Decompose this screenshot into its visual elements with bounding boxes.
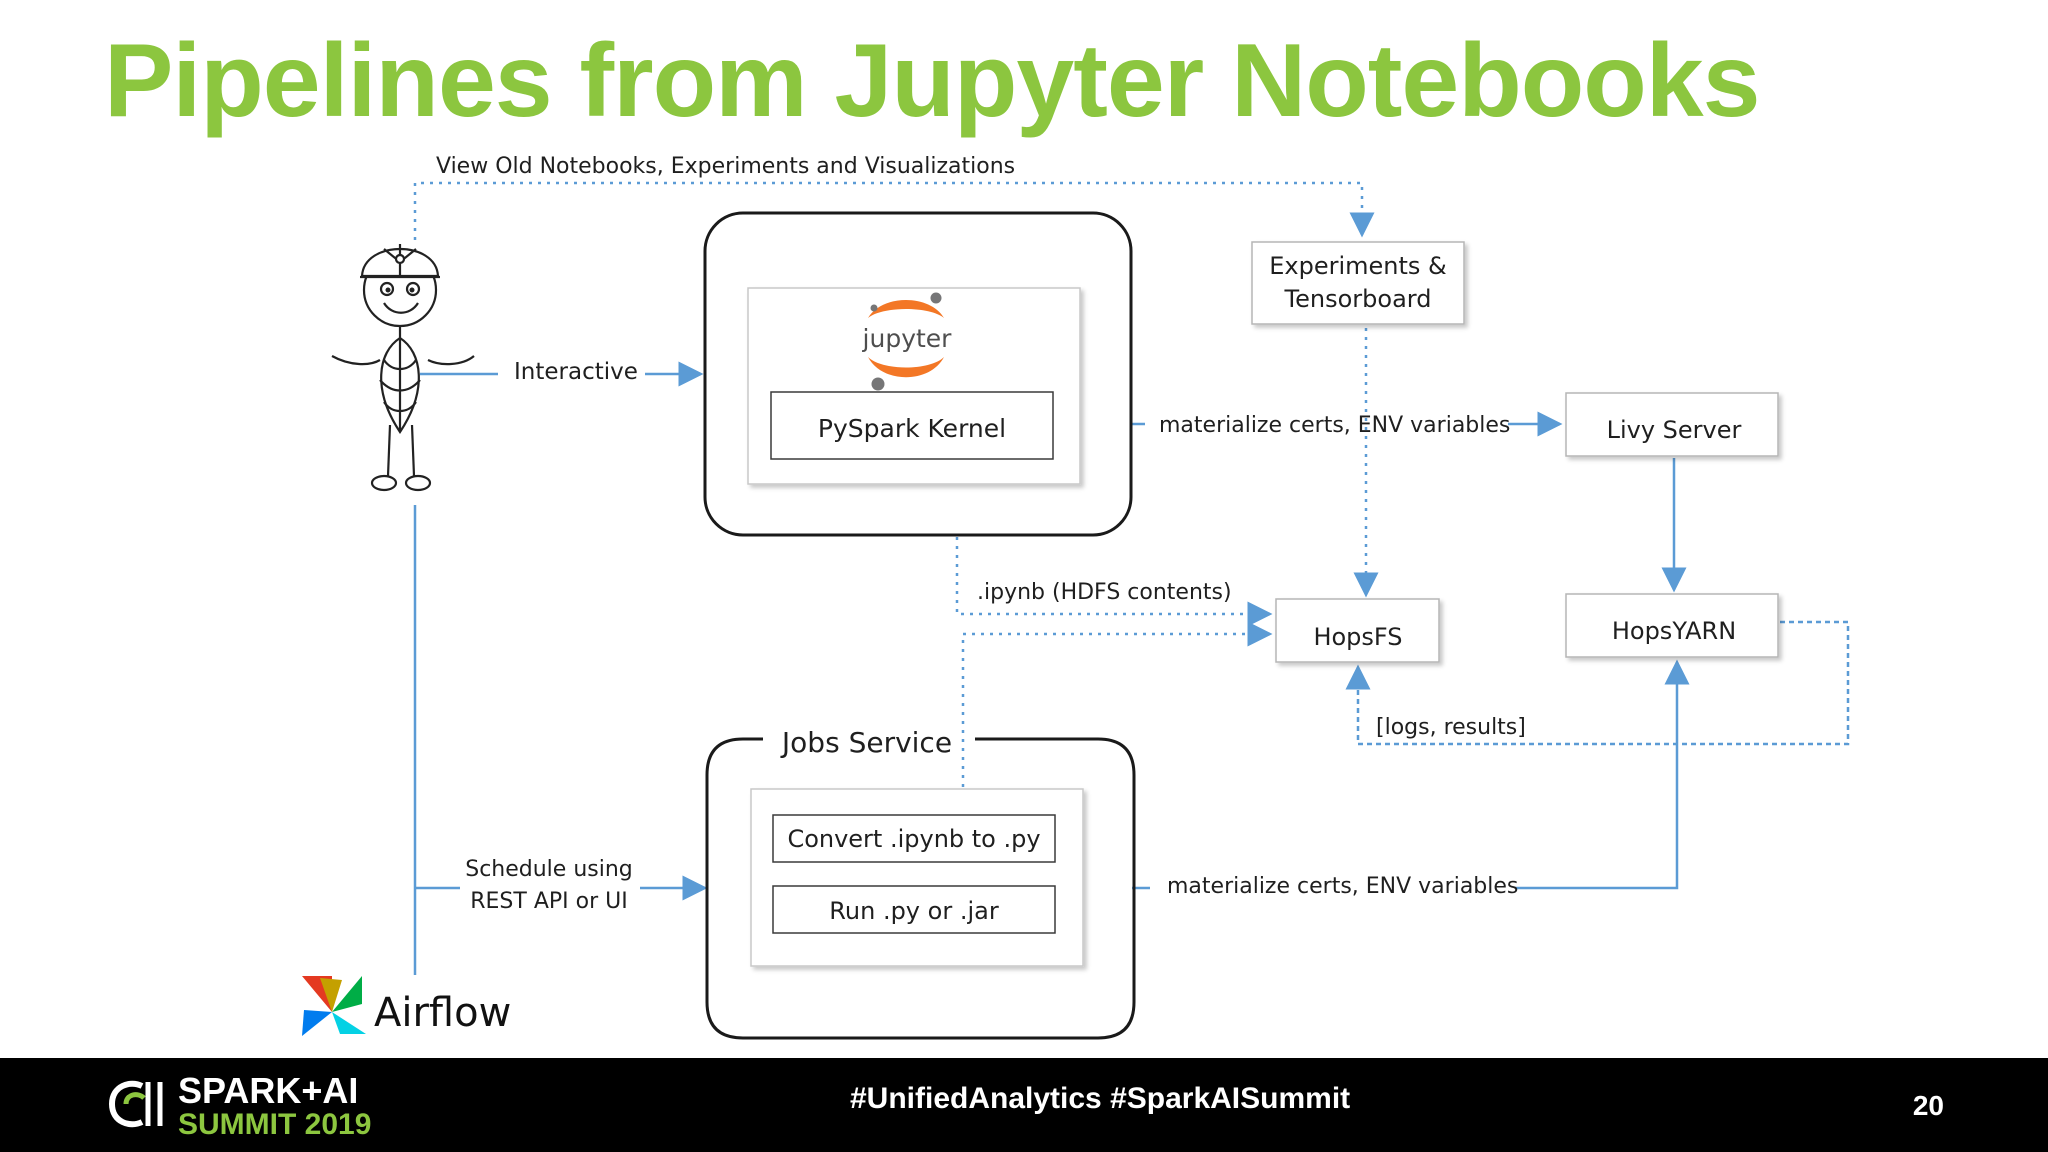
jobs-yarn-arrow	[1515, 659, 1690, 890]
user-figure-icon	[331, 244, 475, 492]
interactive-label: Interactive	[514, 359, 638, 385]
run-job-box	[772, 885, 1056, 934]
livy-server-label: Livy Server	[1607, 416, 1742, 444]
logs-results-label: [logs, results]	[1376, 715, 1526, 740]
schedule-label-line2: REST API or UI	[470, 889, 627, 914]
pyspark-kernel-label: PySpark Kernel	[818, 414, 1006, 443]
schedule-label-line1: Schedule using	[465, 857, 633, 882]
convert-job-label: Convert .ipynb to .py	[787, 825, 1040, 853]
spark-ai-summit-logo-icon	[109, 1080, 163, 1128]
logs-results-arrow	[1345, 620, 1850, 746]
materialize-top-label: materialize certs, ENV variables	[1159, 413, 1510, 438]
experiments-tensorboard-box	[1251, 241, 1465, 325]
run-job-label: Run .py or .jar	[829, 897, 999, 925]
view-old-notebooks-arrow	[413, 181, 1375, 240]
jupyter-logo-text: jupyter	[862, 324, 953, 353]
jobs-hopsfs-arrow	[961, 621, 1273, 805]
logo-line1: SPARK+AI	[178, 1070, 359, 1111]
convert-job-box	[772, 814, 1056, 863]
connectors	[413, 181, 1850, 975]
materialize-bottom-label: materialize certs, ENV variables	[1167, 874, 1518, 899]
hopsfs-label: HopsFS	[1313, 623, 1402, 651]
airflow-label: Airflow	[374, 990, 511, 1036]
slide-title: Pipelines from Jupyter Notebooks	[104, 23, 1760, 139]
experiments-label-line1: Experiments &	[1269, 252, 1447, 280]
view-old-notebooks-label: View Old Notebooks, Experiments and Visu…	[436, 154, 1015, 179]
hopsyarn-box	[1565, 593, 1779, 658]
pipeline-diagram: View Old Notebooks, Experiments and Visu…	[302, 154, 1850, 1040]
footer-bar: SPARK+AI SUMMIT 2019 #UnifiedAnalytics #…	[0, 1058, 2048, 1152]
pyspark-kernel-box	[770, 391, 1054, 460]
jobs-service-container	[705, 737, 1136, 1040]
livy-server-box	[1565, 392, 1779, 457]
logo-line2: SUMMIT 2019	[178, 1108, 372, 1141]
hopsfs-box	[1275, 598, 1440, 663]
hopsyarn-label: HopsYARN	[1612, 617, 1736, 645]
airflow-logo-icon	[302, 976, 366, 1036]
jobs-service-label: Jobs Service	[780, 726, 952, 759]
ipynb-label: .ipynb (HDFS contents)	[977, 580, 1232, 605]
experiments-label-line2: Tensorboard	[1284, 285, 1432, 313]
footer-hashtags: #UnifiedAnalytics #SparkAISummit	[850, 1082, 1351, 1115]
page-number: 20	[1912, 1090, 1944, 1121]
jupyter-logo-icon	[868, 292, 944, 391]
